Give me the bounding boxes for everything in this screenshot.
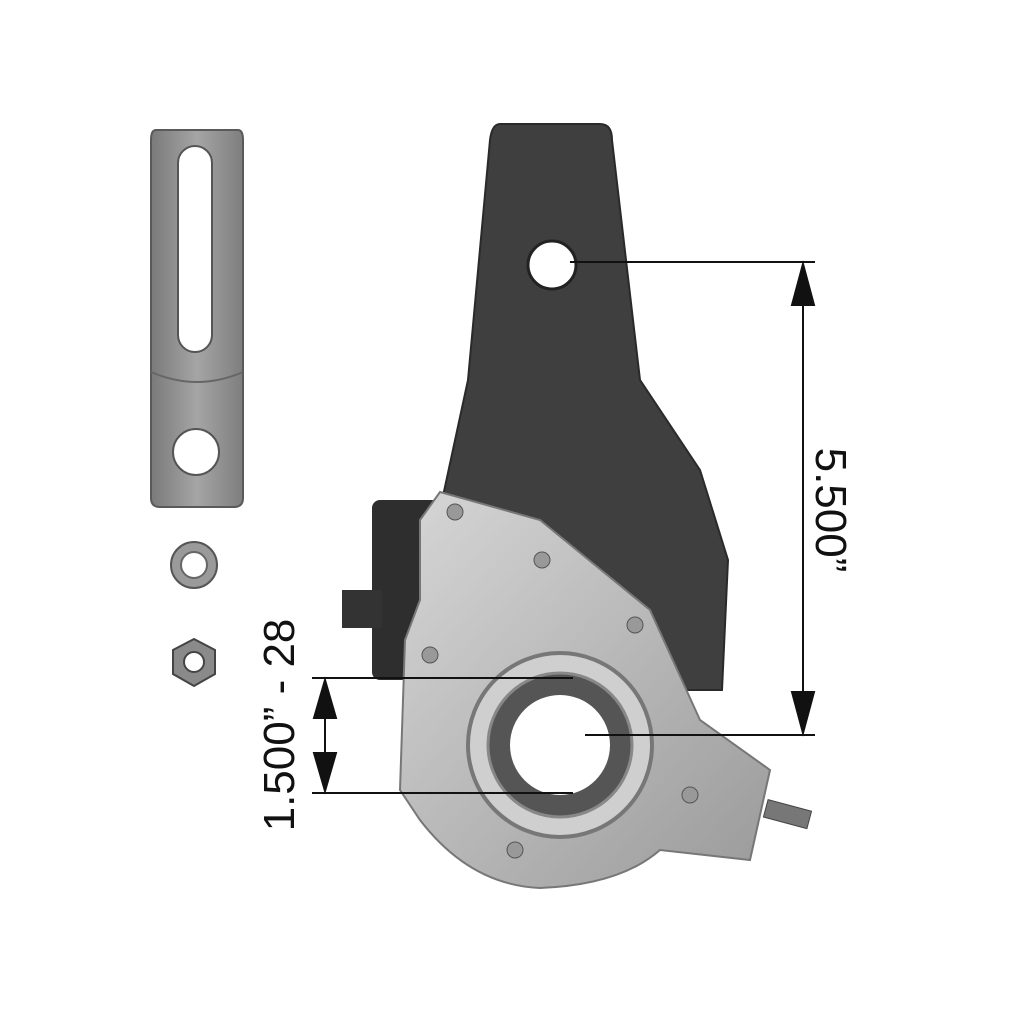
adjuster-body xyxy=(398,490,813,890)
nut xyxy=(172,637,216,688)
washer xyxy=(170,541,218,589)
arm-length-label: 5.500” xyxy=(806,447,855,573)
dimension-spline xyxy=(312,676,573,795)
dimension-arm-length xyxy=(570,260,816,737)
mounting-bracket xyxy=(150,129,244,508)
adjusting-hex xyxy=(342,590,382,628)
spline-size-label: 1.500” - 28 xyxy=(255,618,304,832)
